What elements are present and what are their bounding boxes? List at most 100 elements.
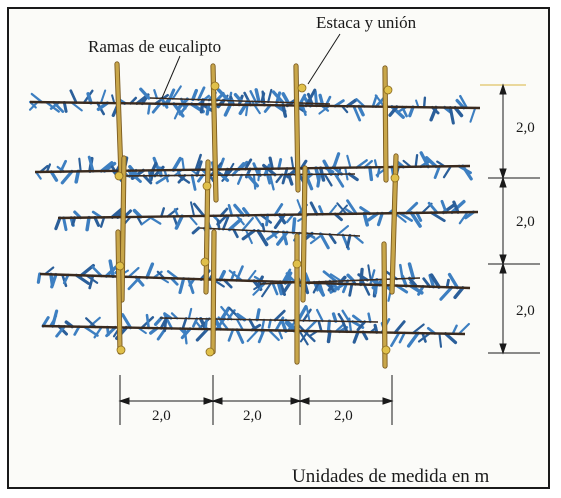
- joint-knot: [202, 181, 212, 191]
- eucalyptus-leaf: [422, 96, 427, 109]
- eucalyptus-leaf: [438, 332, 443, 348]
- eucalyptus-leaf: [452, 200, 460, 214]
- eucalyptus-leaf: [332, 152, 341, 170]
- joint-knot: [205, 347, 215, 357]
- eucalyptus-leaf: [223, 99, 235, 117]
- eucalyptus-leaf: [50, 272, 58, 289]
- eucalyptus-leaf: [93, 215, 101, 227]
- eucalyptus-leaf: [265, 213, 270, 227]
- eucalyptus-leaf: [281, 103, 288, 118]
- eucalyptus-leaf: [290, 156, 295, 170]
- eucalyptus-leaf: [45, 163, 52, 173]
- eucalyptus-leaf: [318, 93, 324, 106]
- eucalyptus-leaf: [220, 305, 233, 321]
- eucalyptus-leaf: [353, 234, 364, 244]
- eucalyptus-leaf: [415, 211, 423, 222]
- eucalyptus-leaf: [469, 106, 477, 123]
- eucalyptus-leaf: [277, 329, 284, 340]
- eucalyptus-leaf: [453, 105, 464, 118]
- joint-knot: [297, 83, 307, 93]
- eucalyptus-leaf: [445, 278, 450, 289]
- eucalyptus-leaf: [99, 161, 114, 173]
- eucalyptus-leaf: [197, 86, 206, 101]
- eucalyptus-leaf: [260, 92, 266, 104]
- eucalyptus-leaf: [236, 318, 244, 331]
- eucalyptus-leaf: [111, 94, 116, 105]
- eucalyptus-leaf: [407, 276, 418, 288]
- eucalyptus-leaf: [334, 323, 345, 333]
- eucalyptus-leaf: [62, 101, 68, 113]
- eucalyptus-leaf: [318, 105, 331, 115]
- eucalyptus-leaf: [398, 263, 404, 281]
- eucalyptus-leaf: [376, 211, 384, 227]
- eucalyptus-leaf: [245, 229, 253, 245]
- eucalyptus-leaf: [405, 201, 419, 215]
- eucalyptus-leaf: [362, 211, 370, 227]
- eucalyptus-leaf: [369, 269, 376, 286]
- eucalyptus-leaf: [246, 329, 260, 343]
- eucalyptus-leaf: [243, 158, 253, 171]
- diagram-frame: [7, 7, 550, 489]
- eucalyptus-leaf: [360, 278, 371, 296]
- joint-knot: [200, 257, 210, 267]
- eucalyptus-leaf: [356, 320, 367, 332]
- branch-row-1: [29, 100, 481, 110]
- eucalyptus-leaf: [398, 331, 406, 344]
- eucalyptus-leaf: [318, 205, 325, 216]
- eucalyptus-leaf: [331, 312, 338, 323]
- eucalyptus-leaf: [450, 199, 466, 215]
- eucalyptus-leaf: [268, 156, 274, 171]
- eucalyptus-leaf: [50, 309, 59, 328]
- eucalyptus-leaf: [79, 263, 95, 278]
- eucalyptus-leaf: [352, 104, 362, 122]
- eucalyptus-leaf: [367, 264, 372, 281]
- eucalyptus-leaf: [287, 172, 294, 186]
- eucalyptus-leaf: [252, 173, 257, 190]
- eucalyptus-leaf: [316, 172, 322, 188]
- eucalyptus-leaf: [458, 211, 469, 225]
- branch-row-5: [41, 324, 466, 336]
- eucalyptus-leaf: [227, 328, 235, 342]
- branch-row-3: [57, 210, 479, 220]
- eucalyptus-leaf: [424, 156, 438, 169]
- stake-joint-label: Estaca y unión: [316, 13, 417, 32]
- eucalyptus-leaf: [393, 320, 406, 335]
- eucalyptus-leaf: [246, 269, 257, 282]
- eucalyptus-leaf: [284, 321, 296, 333]
- eucalyptus-leaf: [429, 273, 441, 289]
- eucalyptus-leaf: [217, 88, 231, 103]
- eucalyptus-leaf: [428, 273, 436, 289]
- eucalyptus-leaf: [233, 92, 243, 103]
- eucalyptus-leaf: [273, 203, 284, 217]
- eucalyptus-leaf: [171, 156, 182, 172]
- eucalyptus-leaf: [216, 219, 221, 231]
- eucalyptus-leaf: [277, 158, 283, 171]
- eucalyptus-leaf: [417, 284, 425, 296]
- stake-column-1: [114, 61, 127, 355]
- eucalyptus-leaf: [145, 313, 150, 330]
- eucalyptus-leaf: [299, 330, 310, 343]
- eucalyptus-leaf: [99, 89, 107, 104]
- eucalyptus-leaf: [55, 325, 66, 338]
- eucalyptus-leaf: [256, 229, 269, 247]
- eucalyptus-leaf: [444, 332, 458, 345]
- eucalyptus-leaf: [346, 199, 358, 216]
- joint-knot: [292, 259, 302, 269]
- eucalyptus-leaf: [439, 285, 454, 301]
- eucalyptus-leaf: [227, 204, 234, 217]
- eucalyptus-leaf: [302, 308, 312, 322]
- eucalyptus-leaf: [86, 92, 93, 105]
- eucalyptus-leaf: [322, 270, 338, 283]
- eucalyptus-leaf: [78, 157, 82, 173]
- eucalyptus-leaf: [275, 173, 284, 184]
- eucalyptus-leaf: [337, 312, 345, 323]
- eucalyptus-leaf: [99, 216, 106, 228]
- vertical-dimension-3: 2,0: [516, 303, 535, 319]
- eucalyptus-leaf: [192, 317, 199, 328]
- eucalyptus-leaf: [28, 101, 39, 111]
- eucalyptus-leaf: [357, 104, 365, 117]
- eucalyptus-leaf: [105, 325, 117, 338]
- eucalyptus-leaf: [187, 307, 193, 320]
- eucalyptus-leaf: [271, 90, 285, 105]
